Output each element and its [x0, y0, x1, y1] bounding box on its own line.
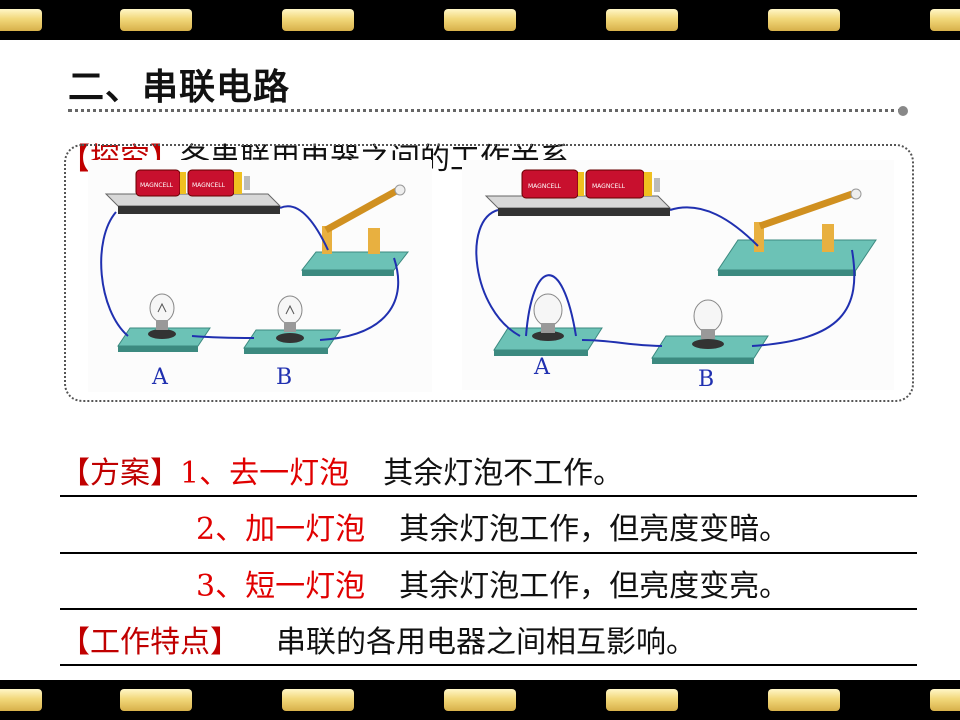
row-divider: [60, 495, 917, 497]
film-perforation: [444, 689, 516, 711]
film-perforation: [120, 689, 192, 711]
plan-action: 2、加一灯泡: [196, 512, 366, 547]
film-perforation: [930, 9, 960, 31]
feature-tag: 【工作特点】: [60, 625, 240, 660]
bulb-a-label: A: [151, 365, 169, 390]
plan-tag: 【方案】: [60, 456, 180, 491]
bulb-b-label: B: [276, 365, 292, 390]
feature-text: 串联的各用电器之间相互影响。: [276, 625, 696, 660]
plan-row-3: 3、短一灯泡其余灯泡工作，但亮度变亮。: [196, 561, 789, 605]
bulb-b: [651, 299, 769, 364]
feature-line: 【工作特点】 串联的各用电器之间相互影响。: [60, 617, 696, 661]
bulb-b-label: B: [698, 367, 714, 390]
circuit-diagram-modified: MAGNCELL MAGNCELL: [462, 160, 894, 390]
plan-row-1: 【方案】1、去一灯泡其余灯泡不工作。: [60, 448, 623, 492]
film-perforation: [930, 689, 960, 711]
film-perforation: [0, 689, 42, 711]
slide-title: 二、串联电路: [68, 67, 291, 108]
row-divider: [60, 664, 917, 666]
film-perforation: [606, 9, 678, 31]
film-perforation: [768, 9, 840, 31]
circuit-diagram-two-bulbs: MAGNCELL MAGNCELL: [88, 160, 432, 392]
plan-result: 其余灯泡不工作。: [383, 456, 624, 491]
battery-label: MAGNCELL: [192, 182, 226, 189]
film-perforation: [282, 9, 354, 31]
film-perforation: [606, 689, 678, 711]
plan-action: 3、短一灯泡: [196, 569, 366, 604]
switch: [300, 184, 410, 276]
bulb-a: [493, 293, 603, 356]
film-perforation: [444, 9, 516, 31]
title-divider: [68, 109, 902, 112]
bulb-a: [117, 293, 211, 352]
row-divider: [60, 608, 917, 610]
film-strip-bottom: [0, 680, 960, 720]
film-perforation: [120, 9, 192, 31]
wires: [100, 205, 400, 341]
plan-result: 其余灯泡工作，但亮度变暗。: [399, 512, 790, 547]
film-perforation: [282, 689, 354, 711]
switch: [717, 188, 877, 276]
plan-result: 其余灯泡工作，但亮度变亮。: [399, 569, 790, 604]
bulb-b: [243, 295, 341, 354]
plan-row-2: 2、加一灯泡其余灯泡工作，但亮度变暗。: [196, 504, 789, 548]
film-strip-top: [0, 0, 960, 40]
title-divider-dot: [898, 106, 908, 116]
battery-label: MAGNCELL: [528, 183, 562, 190]
battery-label: MAGNCELL: [140, 182, 174, 189]
battery-label: MAGNCELL: [592, 183, 626, 190]
circuit-diagram-frame: [64, 144, 914, 402]
plan-action: 1、去一灯泡: [180, 456, 350, 491]
battery-pack: MAGNCELL MAGNCELL: [521, 169, 660, 199]
wires: [475, 206, 856, 347]
row-divider: [60, 552, 917, 554]
film-perforation: [768, 689, 840, 711]
battery-pack: MAGNCELL MAGNCELL: [135, 169, 250, 197]
film-perforation: [0, 9, 42, 31]
bulb-a-label: A: [533, 355, 551, 380]
